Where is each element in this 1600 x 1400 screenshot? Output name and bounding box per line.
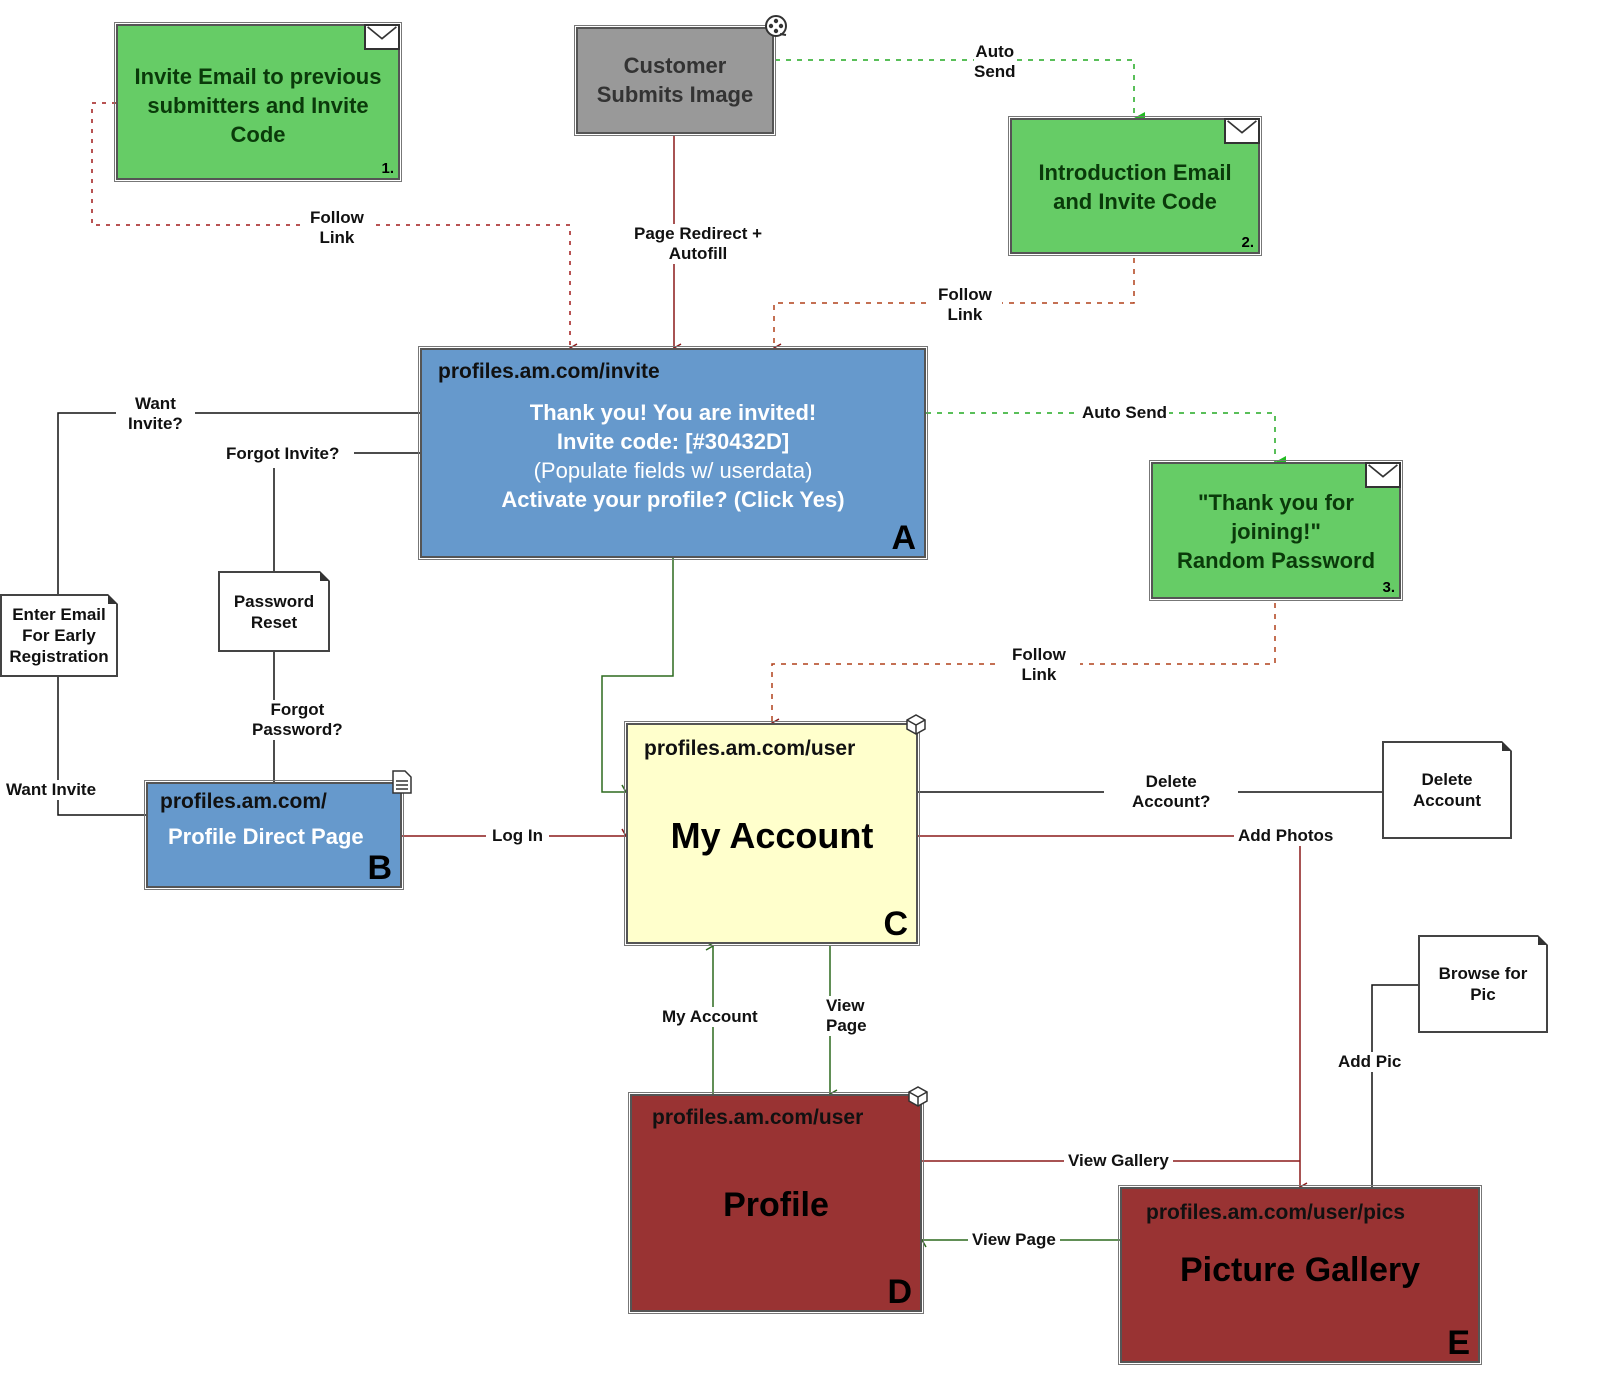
edge-label-forgot-invite: Forgot Invite? — [226, 444, 340, 464]
page-url: profiles.am.com/user/pics — [1146, 1201, 1406, 1224]
edge-label-auto-send: Auto Send — [1080, 403, 1169, 423]
edge-label-my-account: My Account — [662, 1007, 758, 1027]
note-line: Reset — [250, 612, 298, 632]
profile-direct-page-node[interactable]: profiles.am.com/ Profile Direct Page B — [144, 780, 404, 890]
note-line: Registration — [9, 647, 109, 666]
cube-icon — [906, 714, 926, 735]
page-url: profiles.am.com/invite — [438, 360, 660, 383]
invite-line: (Populate fields w/ userdata) — [533, 458, 813, 483]
edge-label-view-page: View Page — [968, 1230, 1060, 1250]
note-line: For Early — [22, 626, 96, 645]
node-letter: D — [887, 1273, 912, 1311]
profile-node[interactable]: profiles.am.com/user Profile D — [628, 1092, 924, 1314]
edge-label-add-photos: Add Photos — [1234, 826, 1338, 846]
thanks-line: Random Password — [1176, 548, 1376, 573]
edge-add-pic — [1371, 984, 1418, 1187]
page-title: My Account — [670, 815, 874, 856]
browse-for-pic-note[interactable]: Browse for Pic — [1418, 935, 1548, 1033]
my-account-node[interactable]: profiles.am.com/user My Account C — [624, 721, 920, 946]
note-line: Enter Email — [12, 605, 106, 624]
customer-line: Submits Image — [596, 82, 754, 107]
invite-page-node[interactable]: profiles.am.com/invite Thank you! You ar… — [418, 346, 928, 560]
thanks-line: joining!" — [1231, 519, 1321, 544]
page-url: profiles.am.com/user — [644, 737, 856, 760]
edge-label-page-redirect: Page Redirect +Autofill — [634, 224, 763, 264]
password-reset-note[interactable]: Password Reset — [218, 571, 330, 652]
edge-add-photos — [918, 835, 1300, 1187]
envelope-icon — [1365, 462, 1401, 488]
step-number: 1. — [381, 160, 394, 177]
delete-account-note[interactable]: Delete Account — [1382, 741, 1512, 839]
edge-label-view-gallery: View Gallery — [1064, 1151, 1173, 1171]
note-line: Account — [1413, 791, 1481, 810]
intro-email-line: and Invite Code — [1053, 189, 1217, 214]
edge-want-invite-q — [57, 412, 420, 594]
edge-label-want-invite: Want Invite — [6, 780, 97, 800]
invite-line: Thank you! You are invited! — [529, 400, 817, 425]
page-url: profiles.am.com/ — [160, 790, 327, 813]
thanks-line: "Thank you for — [1198, 490, 1354, 515]
customer-line: Customer — [623, 53, 727, 78]
node-letter: C — [883, 905, 908, 943]
note-line: Password — [233, 591, 315, 611]
node-letter: B — [367, 849, 392, 887]
customer-submits-image-node[interactable]: Customer Submits Image — [574, 25, 776, 136]
thank-you-email-node[interactable]: "Thank you for joining!" Random Password… — [1149, 460, 1403, 601]
envelope-icon — [364, 24, 400, 50]
edge-auto-send-1 — [775, 59, 1145, 124]
invite-email-line: Code — [230, 122, 286, 147]
node-letter: E — [1447, 1324, 1470, 1362]
enter-email-note[interactable]: Enter Email For Early Registration — [0, 594, 118, 677]
intro-email-line: Introduction Email — [1038, 160, 1232, 185]
document-icon — [392, 770, 412, 794]
note-line: Browse for — [1438, 964, 1528, 983]
edge-want-invite — [57, 677, 146, 816]
envelope-icon — [1224, 118, 1260, 144]
invite-email-line: submitters and Invite — [147, 93, 369, 118]
invite-email-node[interactable]: Invite Email to previous submitters and … — [114, 22, 402, 182]
invite-code: Invite code: [#30432D] — [556, 429, 790, 454]
note-line: Delete — [1421, 770, 1473, 789]
activate-prompt: Activate your profile? (Click Yes) — [501, 487, 845, 512]
step-number: 2. — [1241, 234, 1254, 251]
page-title: Profile — [723, 1186, 829, 1224]
node-letter: A — [891, 519, 916, 557]
picture-gallery-node[interactable]: profiles.am.com/user/pics Picture Galler… — [1118, 1185, 1482, 1365]
edge-label-add-pic: Add Pic — [1338, 1052, 1402, 1072]
introduction-email-node[interactable]: Introduction Email and Invite Code 2. — [1008, 116, 1262, 256]
cube-icon — [908, 1086, 928, 1107]
note-line: Pic — [1470, 985, 1496, 1004]
page-title: Picture Gallery — [1179, 1251, 1420, 1289]
film-reel-icon — [765, 15, 787, 37]
edge-label-log-in: Log In — [486, 826, 549, 846]
page-title: Profile Direct Page — [168, 824, 364, 849]
step-number: 3. — [1382, 579, 1395, 596]
page-url: profiles.am.com/user — [652, 1106, 864, 1129]
edge-invite-to-account — [601, 558, 674, 792]
invite-email-line: Invite Email to previous — [134, 64, 382, 89]
